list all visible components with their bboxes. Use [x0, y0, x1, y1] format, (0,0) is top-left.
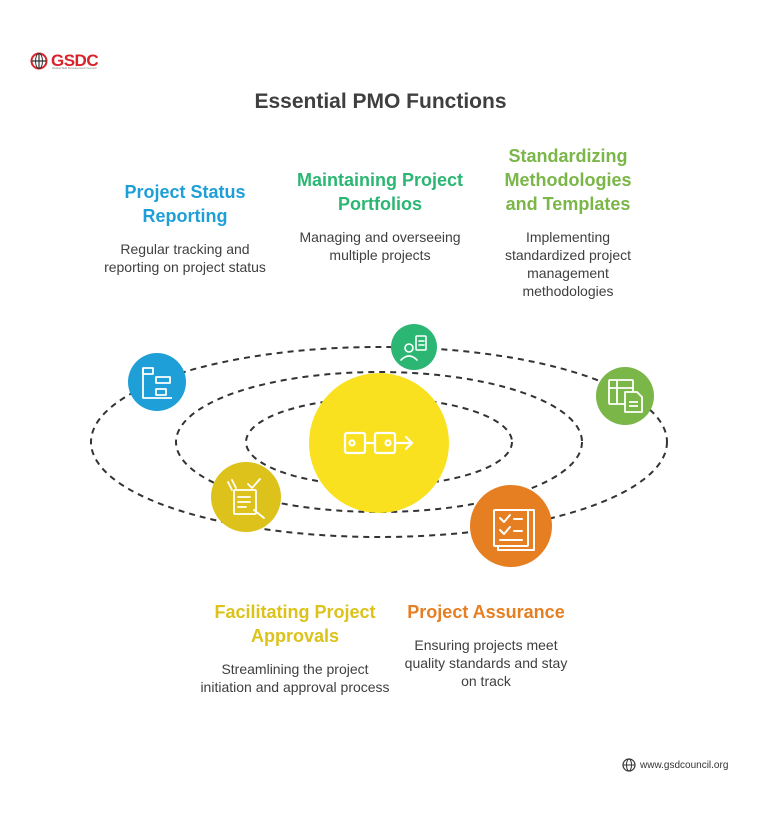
approval-signing-icon [211, 462, 281, 532]
function-description: Implementing standardized project manage… [504, 229, 632, 299]
function-heading: Project Status Reporting [124, 182, 246, 226]
function-heading: Facilitating Project Approvals [214, 602, 376, 646]
process-flow-icon [309, 373, 449, 513]
website-link[interactable]: www.gsdcouncil.org [640, 759, 729, 771]
function-block-assurance: Project Assurance Ensuring projects meet… [400, 600, 572, 690]
brand-name: GSDC [51, 51, 99, 70]
function-heading: Maintaining Project Portfolios [296, 170, 464, 214]
function-block-approvals: Facilitating Project Approvals Streamlin… [200, 600, 390, 696]
page-title: Essential PMO Functions [254, 90, 507, 113]
outer-orbit [90, 346, 668, 538]
function-block-portfolios: Maintaining Project Portfolios Managing … [285, 168, 475, 264]
function-heading: Standardizing Methodologies and Template… [504, 146, 632, 214]
middle-orbit [175, 371, 583, 513]
function-block-methodologies: Standardizing Methodologies and Template… [488, 144, 648, 300]
brand-logo: GSDC Global Skill Development Council [30, 51, 99, 70]
checklist-report-icon [470, 485, 552, 567]
function-description: Streamlining the project initiation and … [200, 661, 390, 695]
function-description: Ensuring projects meet quality standards… [404, 637, 568, 689]
function-heading: Project Assurance [407, 602, 565, 622]
function-description: Managing and overseeing multiple project… [299, 229, 461, 263]
globe-logo-icon [30, 52, 48, 70]
globe-icon [622, 758, 636, 772]
function-description: Regular tracking and reporting on projec… [104, 241, 266, 275]
template-document-icon [596, 367, 654, 425]
brand-tagline: Global Skill Development Council [52, 66, 97, 70]
team-checklist-icon [391, 324, 437, 370]
flowchart-icon [128, 353, 186, 411]
function-block-status-reporting: Project Status Reporting Regular trackin… [100, 180, 270, 276]
footer: www.gsdcouncil.org [622, 758, 728, 772]
